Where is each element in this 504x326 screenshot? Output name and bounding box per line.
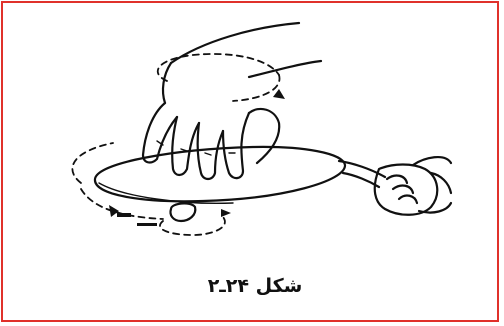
handle xyxy=(339,157,451,215)
knob xyxy=(170,203,195,221)
hand-polishing-disc-with-handle-icon xyxy=(53,13,453,243)
figure-caption: شکل ۲۴ـ۲ xyxy=(3,275,504,297)
left-hand xyxy=(143,23,321,179)
disc-plate xyxy=(95,147,345,203)
figure-frame: شکل ۲۴ـ۲ xyxy=(1,1,499,322)
motion-arrows xyxy=(72,54,279,235)
